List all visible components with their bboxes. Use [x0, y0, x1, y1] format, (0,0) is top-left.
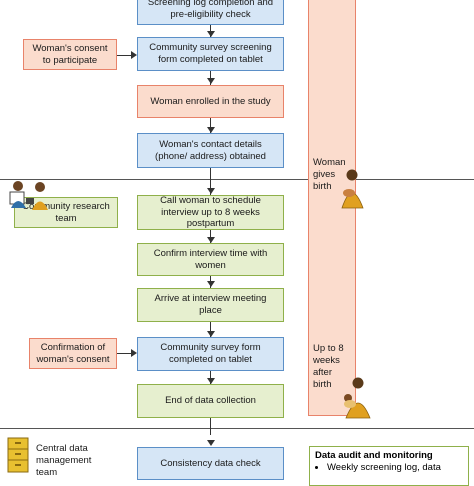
- confirmation-box: Confirmation of woman's consent: [29, 338, 117, 369]
- audit-title: Data audit and monitoring: [315, 450, 433, 461]
- arrow-down: [207, 440, 215, 446]
- consistency-box: Consistency data check: [137, 447, 284, 480]
- arrow-down: [207, 331, 215, 337]
- arrow-down: [207, 281, 215, 287]
- woman-illustration-birth: [341, 169, 364, 209]
- survey-screening-box: Community survey screening form complete…: [137, 37, 284, 71]
- screening-log-box: Screening log completion and pre-eligibi…: [137, 0, 284, 25]
- research-team-illustration: [9, 181, 48, 210]
- audit-item: Weekly screening log, data: [327, 462, 463, 474]
- arrow-down: [207, 78, 215, 84]
- call-woman-box: Call woman to schedule interview up to 8…: [137, 195, 284, 230]
- filing-cabinet-icon: [7, 437, 29, 473]
- arrow-down: [207, 188, 215, 194]
- end-box: End of data collection: [137, 384, 284, 418]
- arrow-down: [207, 31, 215, 37]
- arrow-right: [131, 51, 137, 59]
- woman-gives-birth-label: Woman gives birth: [313, 157, 346, 192]
- arrow-down: [207, 127, 215, 133]
- up-to-8-weeks-label: Up to 8 weeks after birth: [313, 343, 344, 390]
- consent-box: Woman's consent to participate: [23, 39, 117, 70]
- confirm-time-box: Confirm interview time with women: [137, 243, 284, 276]
- audit-box: Data audit and monitoring Weekly screeni…: [309, 446, 469, 486]
- consent-arrow: [117, 55, 131, 56]
- section-divider-bottom: [0, 428, 474, 429]
- arrive-box: Arrive at interview meeting place: [137, 288, 284, 322]
- survey-form-box: Community survey form completed on table…: [137, 337, 284, 371]
- flow-connector: [210, 25, 211, 435]
- contact-details-box: Woman's contact details (phone/ address)…: [137, 133, 284, 168]
- arrow-down: [207, 378, 215, 384]
- woman-illustration-postpartum: [344, 377, 371, 419]
- enrolled-box: Woman enrolled in the study: [137, 85, 284, 118]
- arrow-right: [131, 349, 137, 357]
- arrow-down: [207, 237, 215, 243]
- central-team-label: Central data management team: [36, 443, 92, 478]
- confirmation-arrow: [117, 353, 131, 354]
- section-divider-top: [0, 179, 474, 180]
